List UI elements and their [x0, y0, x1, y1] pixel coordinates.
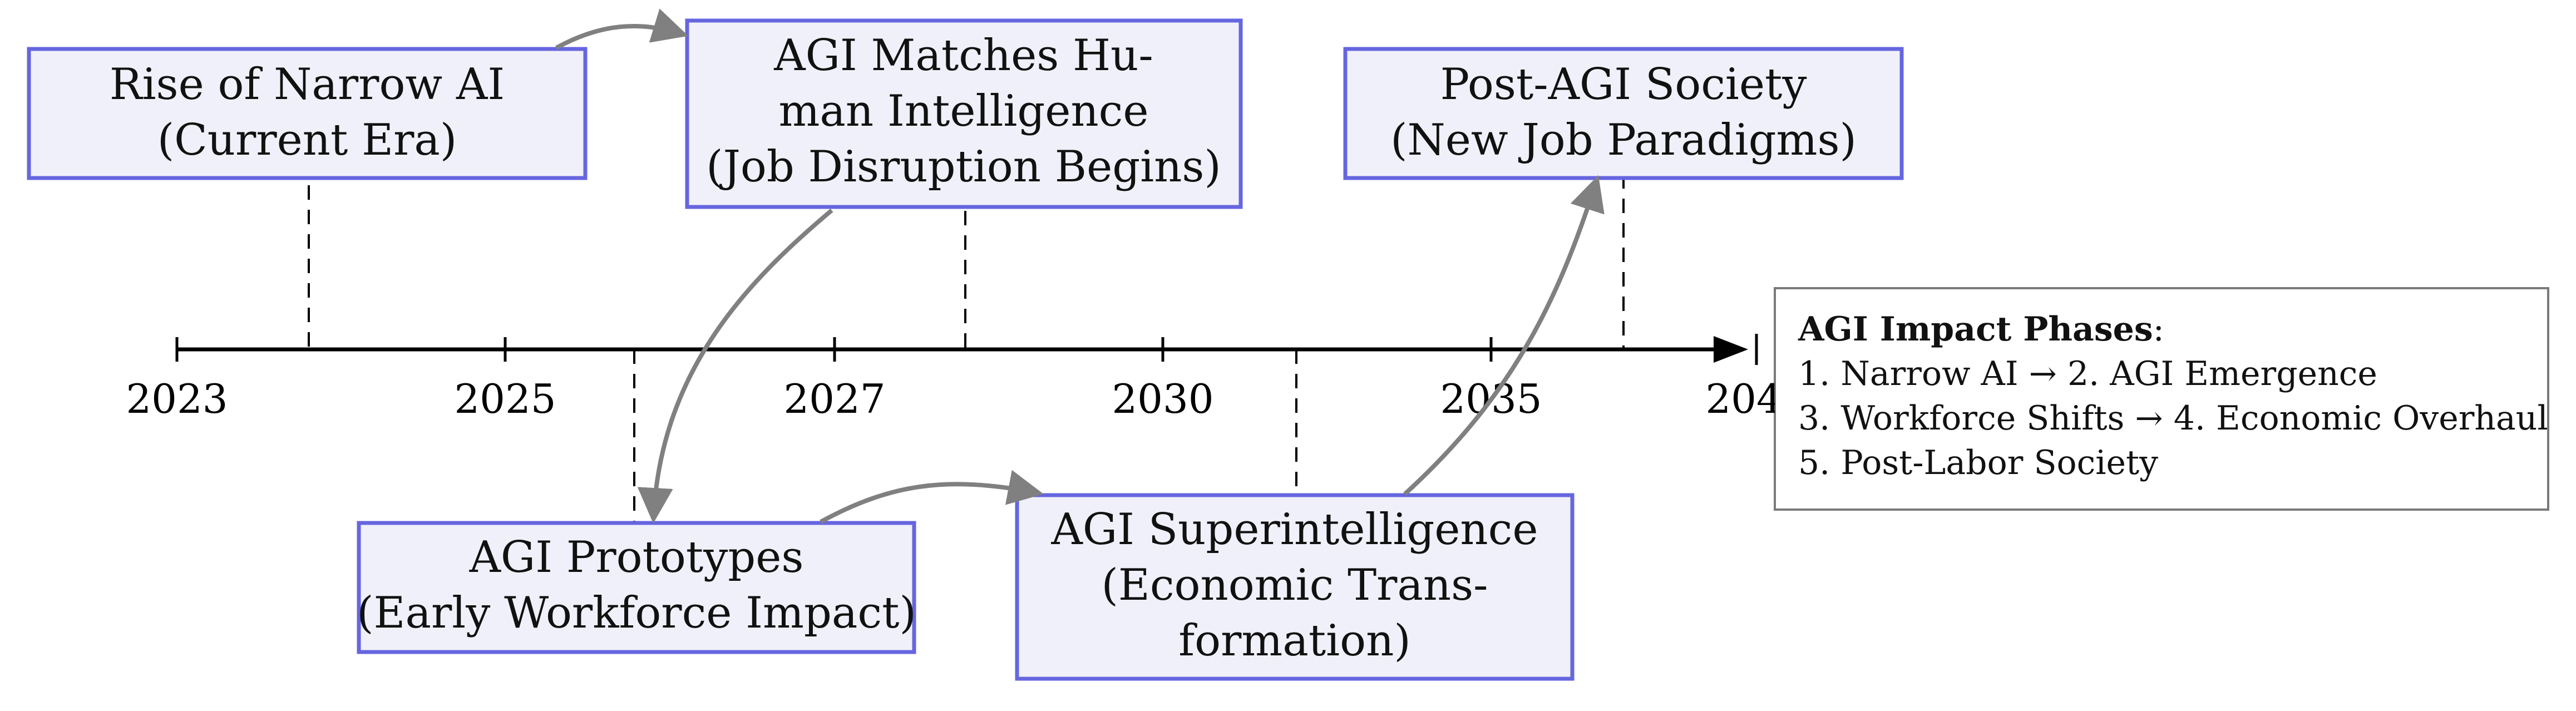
- final-tick-clip: 2040: [1705, 376, 1807, 422]
- event-title-line: AGI Superintelligence: [1051, 505, 1538, 555]
- axis-arrowhead: [1714, 336, 1748, 363]
- tick-label: 2027: [783, 376, 885, 422]
- event-box-agi-super: AGI Superintelligence (Economic Trans- f…: [1015, 493, 1575, 681]
- tick-label: 2023: [126, 376, 228, 422]
- legend-line: 1. Narrow AI → 2. AGI Emergence: [1798, 354, 2377, 393]
- event-title-line: AGI Matches Hu-: [773, 31, 1153, 81]
- event-box-frame: [27, 47, 588, 180]
- legend-title-colon: :: [2153, 310, 2164, 349]
- event-subtitle-line: (New Job Paradigms): [1390, 115, 1857, 165]
- timeline-axis: 2023 2025 2027 2030 2035: [126, 334, 1758, 422]
- legend-line: 3. Workforce Shifts → 4. Economic Overha…: [1798, 399, 2548, 438]
- event-subtitle-line: (Early Workforce Impact): [357, 588, 916, 638]
- flow-arrow-narrow-to-matches: [555, 8, 689, 50]
- event-subtitle-line: (Current Era): [157, 115, 457, 165]
- tick-label: 2040: [1705, 376, 1807, 422]
- tick-label: 2030: [1112, 376, 1213, 422]
- event-box-agi-prototypes: AGI Prototypes (Early Workforce Impact): [357, 521, 916, 654]
- event-box-narrow-ai: Rise of Narrow AI (Current Era): [27, 47, 588, 180]
- legend-box: AGI Impact Phases: 1. Narrow AI → 2. AGI…: [1774, 287, 2549, 511]
- event-box-frame: [1343, 47, 1904, 180]
- tick-label: 2025: [454, 376, 556, 422]
- event-subtitle-line: formation): [1178, 616, 1411, 666]
- axis-final-tick: 2040: [1705, 337, 1807, 422]
- event-box-post-agi: Post-AGI Society (New Job Paradigms): [1343, 47, 1904, 180]
- flow-arrow-super-to-post: [1403, 175, 1605, 496]
- event-box-frame: [1015, 493, 1575, 681]
- event-title-line: Rise of Narrow AI: [110, 60, 505, 110]
- flow-arrows: [555, 8, 1605, 524]
- legend-title: AGI Impact Phases:: [1798, 310, 2164, 349]
- event-title-line: AGI Prototypes: [469, 532, 804, 582]
- flow-arrow-matches-to-prototypes: [637, 208, 833, 524]
- event-subtitle-line: (Economic Trans-: [1101, 560, 1488, 610]
- event-box-agi-matches: AGI Matches Hu- man Intelligence (Job Di…: [685, 18, 1243, 209]
- event-box-frame: [685, 18, 1243, 209]
- legend-frame: [1774, 287, 2549, 511]
- legend-line: 5. Post-Labor Society: [1798, 443, 2158, 482]
- event-subtitle-line: (Job Disruption Begins): [706, 142, 1221, 192]
- flow-arrow-prototypes-to-super: [820, 470, 1044, 524]
- event-title-line: man Intelligence: [778, 86, 1148, 136]
- event-title-line: Post-AGI Society: [1440, 60, 1807, 110]
- event-box-frame: [357, 521, 916, 654]
- legend-title-text: AGI Impact Phases: [1798, 310, 2153, 349]
